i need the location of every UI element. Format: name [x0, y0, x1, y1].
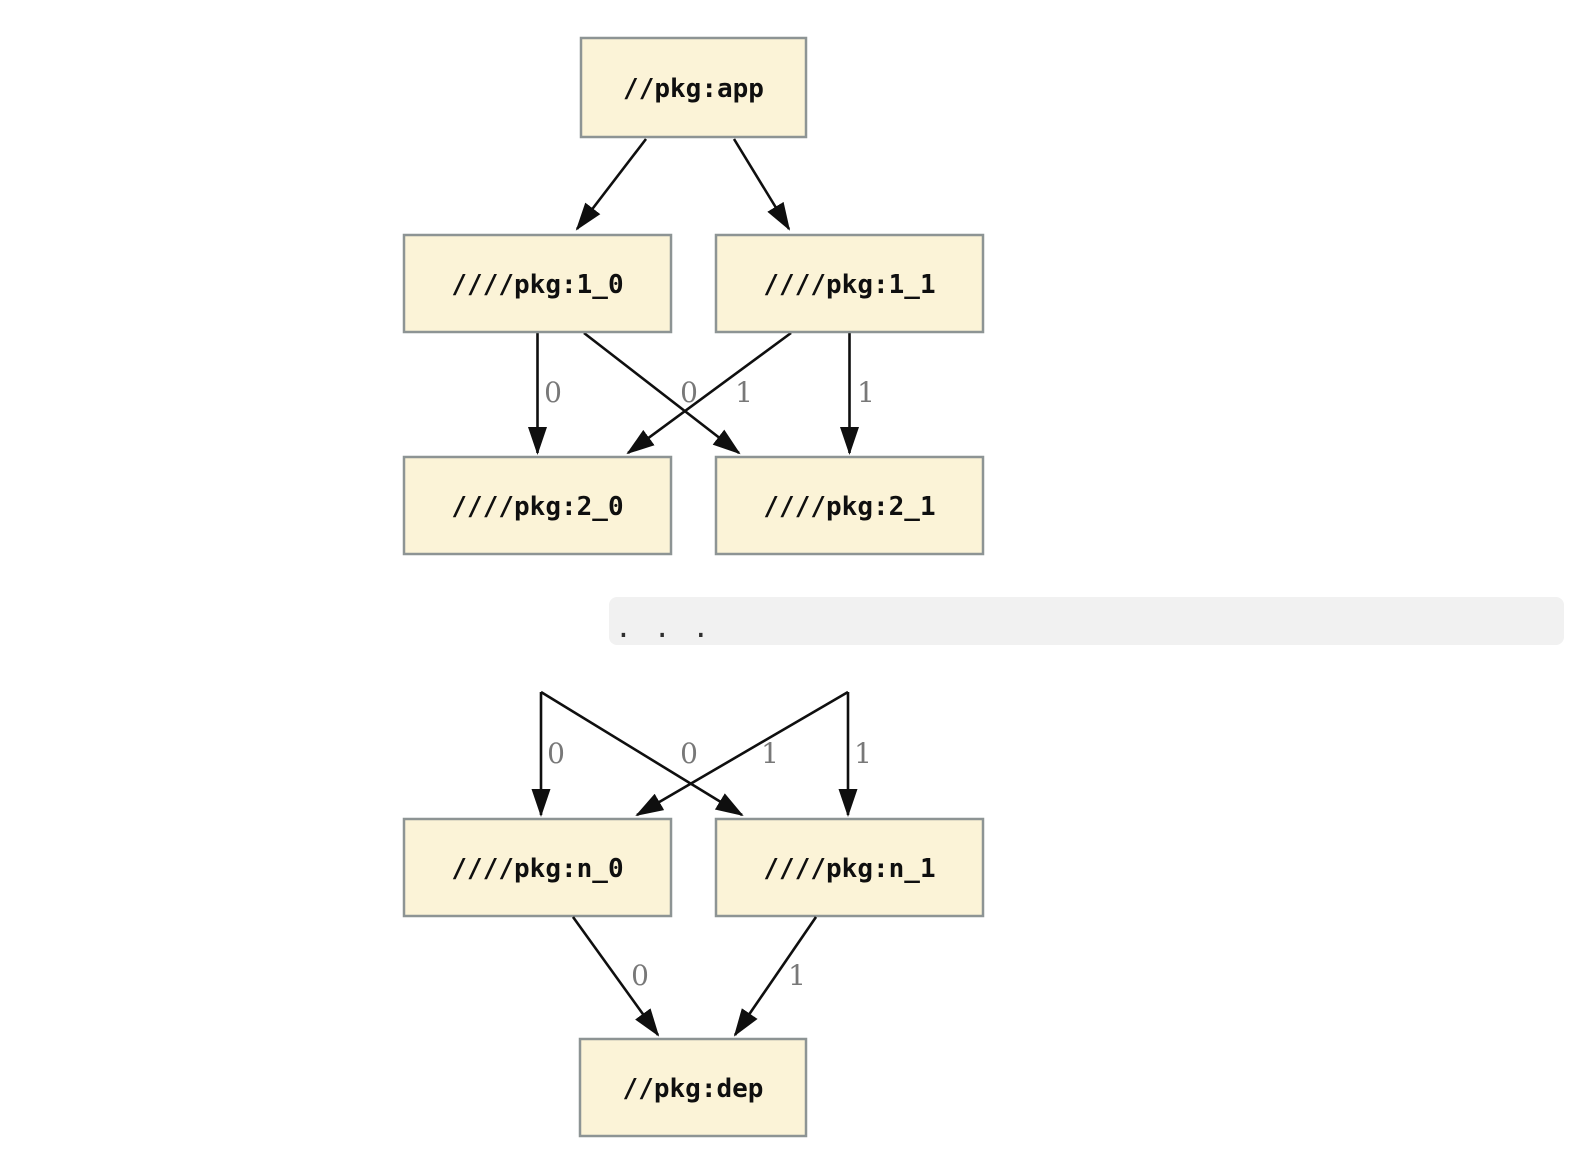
node-pkg-n_1: ////pkg:n_1 — [714, 817, 985, 918]
edge-n_1-to-dep — [733, 916, 818, 1037]
node-pkg-1_0-label: ////pkg:1_0 — [451, 270, 623, 300]
node-pkg-n_0-box — [402, 817, 673, 918]
node-pkg-n_1-label: ////pkg:n_1 — [763, 854, 935, 884]
node-pkg-2_0: ////pkg:2_0 — [402, 455, 673, 556]
node-pkg-1_1-box — [714, 233, 985, 334]
edge-app-to-1_1 — [732, 138, 791, 231]
edge-n_0-to-dep — [571, 916, 660, 1037]
edge-app-to-1_0 — [575, 138, 648, 231]
node-pkg-n_0-label: ////pkg:n_0 — [451, 854, 623, 884]
edge-label-1_1-2_1: 1 — [857, 376, 875, 409]
continuation-ellipsis: . . . — [615, 611, 712, 644]
edge-label-1_0-2_1: 1 — [735, 376, 753, 409]
node-pkg-app-label: //pkg:app — [623, 74, 764, 104]
node-pkg-app-box — [579, 36, 808, 139]
node-pkg-2_0-label: ////pkg:2_0 — [451, 492, 623, 522]
edge-prev0-to-n_1 — [540, 690, 744, 817]
node-pkg-dep: //pkg:dep — [578, 1037, 808, 1138]
node-pkg-2_0-box — [402, 455, 673, 556]
node-pkg-n_0: ////pkg:n_0 — [402, 817, 673, 918]
node-pkg-1_1-label: ////pkg:1_1 — [763, 270, 935, 300]
node-pkg-1_0-box — [402, 233, 673, 334]
edge-label-n_0-dep: 0 — [631, 959, 649, 992]
edge-label-prev1-n_0: 0 — [680, 737, 698, 770]
continuation-band: . . . — [609, 597, 1564, 645]
edge-label-1_0-2_0: 0 — [544, 376, 562, 409]
continuation-band-box — [609, 597, 1564, 645]
node-pkg-2_1-box — [714, 455, 985, 556]
node-pkg-2_1: ////pkg:2_1 — [714, 455, 985, 556]
node-pkg-1_1: ////pkg:1_1 — [714, 233, 985, 334]
node-pkg-dep-box — [578, 1037, 808, 1138]
edge-1_1-to-2_0 — [626, 331, 792, 455]
edge-label-prev0-n_1: 1 — [761, 737, 779, 770]
node-pkg-1_0: ////pkg:1_0 — [402, 233, 673, 334]
edge-label-prev0-n_0: 0 — [547, 737, 565, 770]
edge-1_0-to-2_1 — [583, 331, 741, 455]
node-pkg-app: //pkg:app — [579, 36, 808, 139]
edge-prev1-to-n_0 — [635, 690, 849, 817]
node-pkg-2_1-label: ////pkg:2_1 — [763, 492, 935, 522]
node-pkg-dep-label: //pkg:dep — [623, 1074, 764, 1104]
node-pkg-n_1-box — [714, 817, 985, 918]
edge-label-n_1-dep: 1 — [788, 959, 806, 992]
edge-label-1_1-2_0: 0 — [680, 376, 698, 409]
edge-label-prev1-n_1: 1 — [854, 737, 872, 770]
